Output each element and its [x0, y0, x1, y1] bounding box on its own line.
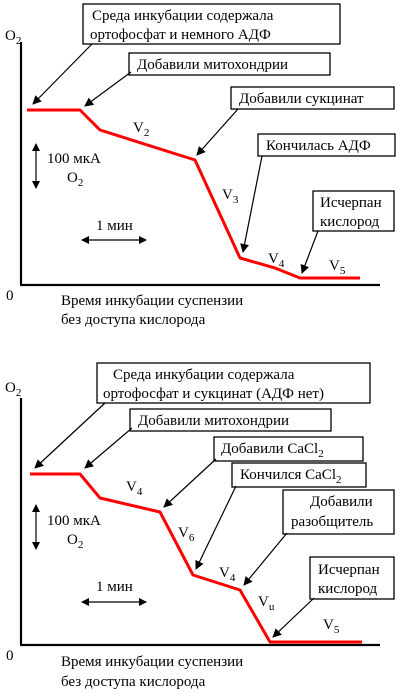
panel-2-callout-cacl2-out-text: Кончился CaCl2 [240, 467, 341, 486]
panel-1-rate-v4: V4 [268, 251, 285, 270]
panel-1-callout-oxygen-out-line1: Исчерпан [320, 195, 382, 211]
panel-1-callout-medium-line2: ортофосфат и немного АДФ [90, 27, 271, 43]
panel-2-callout-cacl2-out [231, 462, 367, 488]
panel-2-callout-uncoupler-line2: разобщитель [291, 514, 373, 530]
panel-1-concentration-scale-label: 100 мкА [47, 151, 101, 167]
panel-1-callout-oxygen-out [312, 190, 395, 232]
panel-2-concentration-scale-o2: O2 [67, 532, 83, 551]
panel-2: O2 0 Среда инкубации содержала ортофосфа… [5, 362, 395, 690]
panel-2-callout-cacl2-added [213, 436, 364, 462]
panel-2-arrow-medium [34, 402, 106, 469]
panel-2-callout-oxygen-out-line2: кислород [318, 581, 378, 597]
panel-1-time-scale-label: 1 мин [96, 218, 133, 234]
panel-2-x-caption-line2: без доступа кислорода [61, 674, 206, 690]
panel-1-arrow-medium [32, 43, 93, 105]
panel-2-arrow-mitochondria [84, 427, 133, 469]
panel-1-arrow-mitochondria [84, 71, 132, 107]
panel-1-callout-succinate [230, 86, 395, 110]
panel-1-callout-medium [82, 3, 341, 45]
panel-1-callout-succinate-text: Добавили сукцинат [239, 91, 364, 107]
panel-1-rate-v5: V5 [329, 258, 346, 277]
panel-2-arrow-oxygen-out [272, 597, 315, 638]
panel-1-y-axis-label: O2 [5, 28, 21, 47]
panel-1-x-caption-line2: без доступа кислорода [61, 312, 206, 328]
panel-1-rate-v3: V3 [222, 187, 239, 206]
panel-2-arrow-uncoupler [243, 532, 288, 586]
panel-2-callout-medium-line1: Среда инкубации содержала [113, 367, 295, 383]
panel-2-callout-oxygen-out-line1: Исчерпан [318, 562, 380, 578]
panel-2-y-axis-label: O2 [5, 380, 21, 399]
panel-2-origin: 0 [6, 648, 14, 664]
panel-2-rate-v5: V5 [323, 617, 340, 636]
panel-2-rate-v6: V6 [178, 525, 195, 544]
panel-2-callout-medium-line2: ортофосфат и сукцинат (АДФ нет) [103, 386, 324, 402]
panel-1-arrow-succinate [196, 108, 239, 156]
panel-2-concentration-scale-label: 100 мкА [47, 513, 101, 529]
panel-2-callout-uncoupler [282, 489, 395, 535]
panel-2-callout-medium [96, 362, 371, 404]
panel-2-arrow-cacl2-added [163, 458, 217, 508]
panel-1-x-caption-line1: Время инкубации суспензии [61, 293, 243, 309]
panel-1-rate-v2: V2 [133, 120, 149, 139]
panel-2-rate-v4: V4 [126, 479, 143, 498]
panel-1-callout-medium-line1: Среда инкубации содержала [92, 8, 274, 24]
panel-2-time-scale-label: 1 мин [96, 579, 133, 595]
panel-1-callout-oxygen-out-line2: кислород [320, 214, 380, 230]
panel-2-rate-v4b: V4 [219, 565, 236, 584]
panel-2-callout-mitochondria-text: Добавили митохондрии [138, 413, 289, 429]
panel-2-callout-oxygen-out [309, 556, 395, 600]
panel-1-origin: 0 [6, 288, 14, 304]
panel-1-callout-adp-out-text: Кончилась АДФ [266, 138, 371, 154]
panel-1: O2 0 Среда инкубации содержала ортофосфа… [5, 3, 396, 328]
panel-1-callout-adp-out [257, 133, 396, 157]
panel-1-arrow-adp-out [240, 155, 263, 253]
panel-1-callout-mitochondria-text: Добавили митохондрии [137, 57, 288, 73]
panel-2-oxygen-trace [30, 472, 362, 644]
panel-1-concentration-scale-o2: O2 [67, 170, 83, 189]
panel-2-x-caption-line1: Время инкубации суспензии [61, 654, 243, 670]
panel-2-callout-cacl2-added-text: Добавили CaCl2 [221, 441, 324, 460]
panel-1-oxygen-trace [27, 108, 360, 280]
panel-2-rate-vu: Vu [258, 594, 275, 613]
panel-2-callout-mitochondria [129, 408, 332, 432]
panel-2-callout-uncoupler-line1: Добавили [310, 494, 373, 510]
panel-1-callout-mitochondria [128, 52, 331, 76]
panel-1-arrow-oxygen-out [300, 230, 319, 274]
panel-2-arrow-cacl2-out [195, 485, 237, 570]
